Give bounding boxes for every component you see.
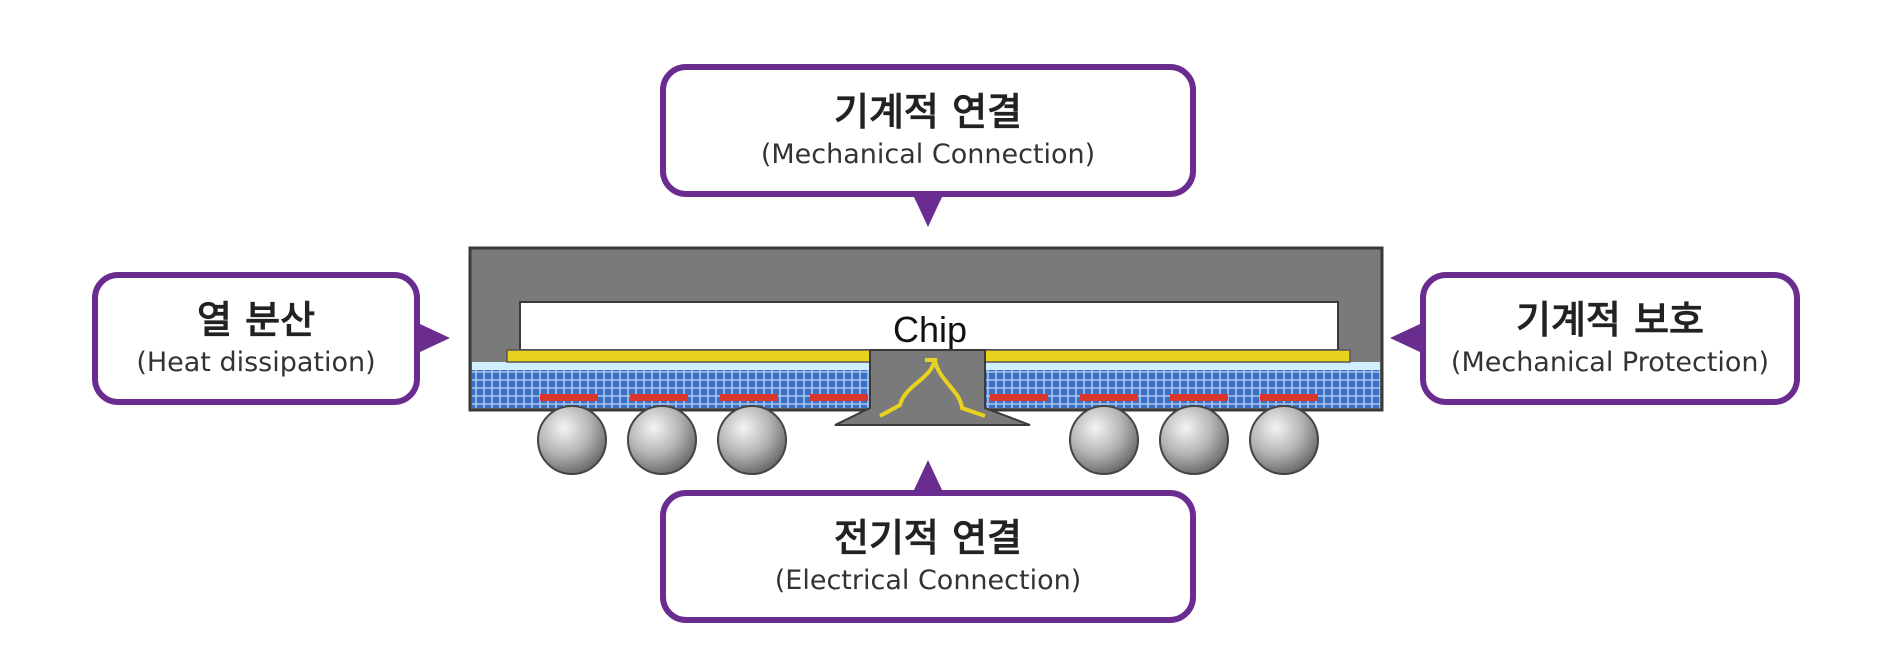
bond-layer-right <box>981 349 1351 363</box>
callout-title-en: (Mechanical Protection) <box>1450 346 1770 378</box>
callout-title-ko: 기계적 보호 <box>1515 298 1705 343</box>
chip-label: Chip <box>893 309 967 350</box>
callout-title-ko: 기계적 연결 <box>833 90 1023 135</box>
pads <box>540 394 1318 401</box>
arrow-left-pointing-icon <box>1390 324 1420 352</box>
callout-mechanical-protection: 기계적 보호 (Mechanical Protection) <box>1420 272 1800 405</box>
callout-mechanical-connection: 기계적 연결 (Mechanical Connection) <box>660 64 1196 197</box>
solder-balls <box>537 405 1319 475</box>
bond-layer-left <box>506 349 878 363</box>
callout-title-en: (Mechanical Connection) <box>760 138 1096 170</box>
callout-title-ko: 전기적 연결 <box>833 516 1023 561</box>
arrow-up-icon <box>914 460 942 490</box>
callout-title-ko: 열 분산 <box>196 298 316 343</box>
callout-heat-dissipation: 열 분산 (Heat dissipation) <box>92 272 420 405</box>
callout-title-en: (Electrical Connection) <box>774 564 1082 596</box>
center-cavity <box>834 349 1031 426</box>
callout-title-en: (Heat dissipation) <box>136 346 376 378</box>
arrow-right-pointing-icon <box>420 324 450 352</box>
center-wiring <box>879 358 986 418</box>
arrow-down-icon <box>914 197 942 227</box>
callout-electrical-connection: 전기적 연결 (Electrical Connection) <box>660 490 1196 623</box>
chip-die <box>519 301 1339 351</box>
